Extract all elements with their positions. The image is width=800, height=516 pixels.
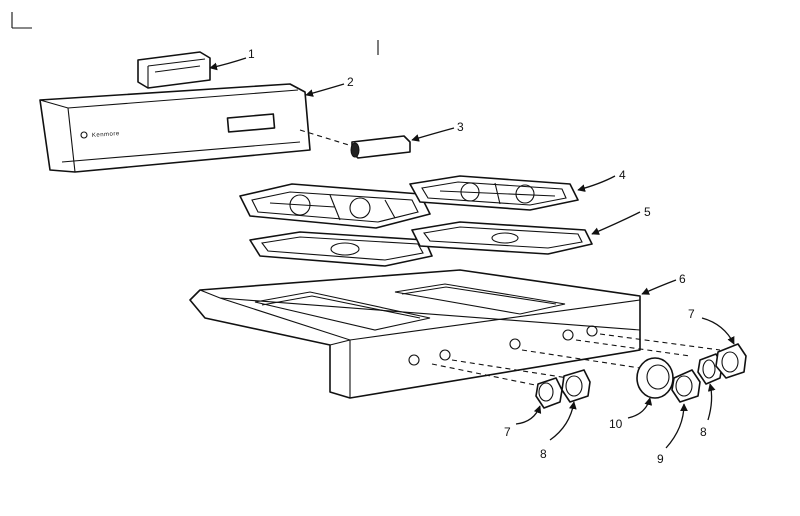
callout-8-left: 8 xyxy=(540,447,547,461)
leader-arrows xyxy=(209,57,735,449)
callout-labels: 1 2 3 4 5 6 7 7 8 8 9 10 xyxy=(248,47,707,466)
callout-1: 1 xyxy=(248,47,255,61)
callout-3: 3 xyxy=(457,120,464,134)
part-3-spacer xyxy=(299,129,411,159)
callout-7-left: 7 xyxy=(504,425,511,439)
callout-4: 4 xyxy=(619,168,626,182)
alignment-lines xyxy=(431,333,721,387)
callout-7-right: 7 xyxy=(688,307,695,321)
callout-6: 6 xyxy=(679,272,686,286)
callout-9: 9 xyxy=(657,452,664,466)
part-10-bezel xyxy=(636,357,674,399)
callout-8-right: 8 xyxy=(700,425,707,439)
panel-brand-text: Kenmore xyxy=(92,131,120,139)
registration-marks xyxy=(11,12,379,55)
part-4-burner-grates xyxy=(239,175,579,229)
part-8-knob-left xyxy=(561,369,591,403)
callout-5: 5 xyxy=(644,205,651,219)
callout-10: 10 xyxy=(609,417,623,431)
part-2-control-panel: Kenmore xyxy=(39,83,311,173)
part-7-knob-left xyxy=(535,377,563,409)
part-1-end-cap xyxy=(137,51,211,89)
callout-2: 2 xyxy=(347,75,354,89)
part-5-drip-pans xyxy=(249,221,593,267)
part-7-knob-right xyxy=(715,343,747,379)
part-9-knob xyxy=(671,369,701,403)
part-6-main-top xyxy=(189,269,641,399)
